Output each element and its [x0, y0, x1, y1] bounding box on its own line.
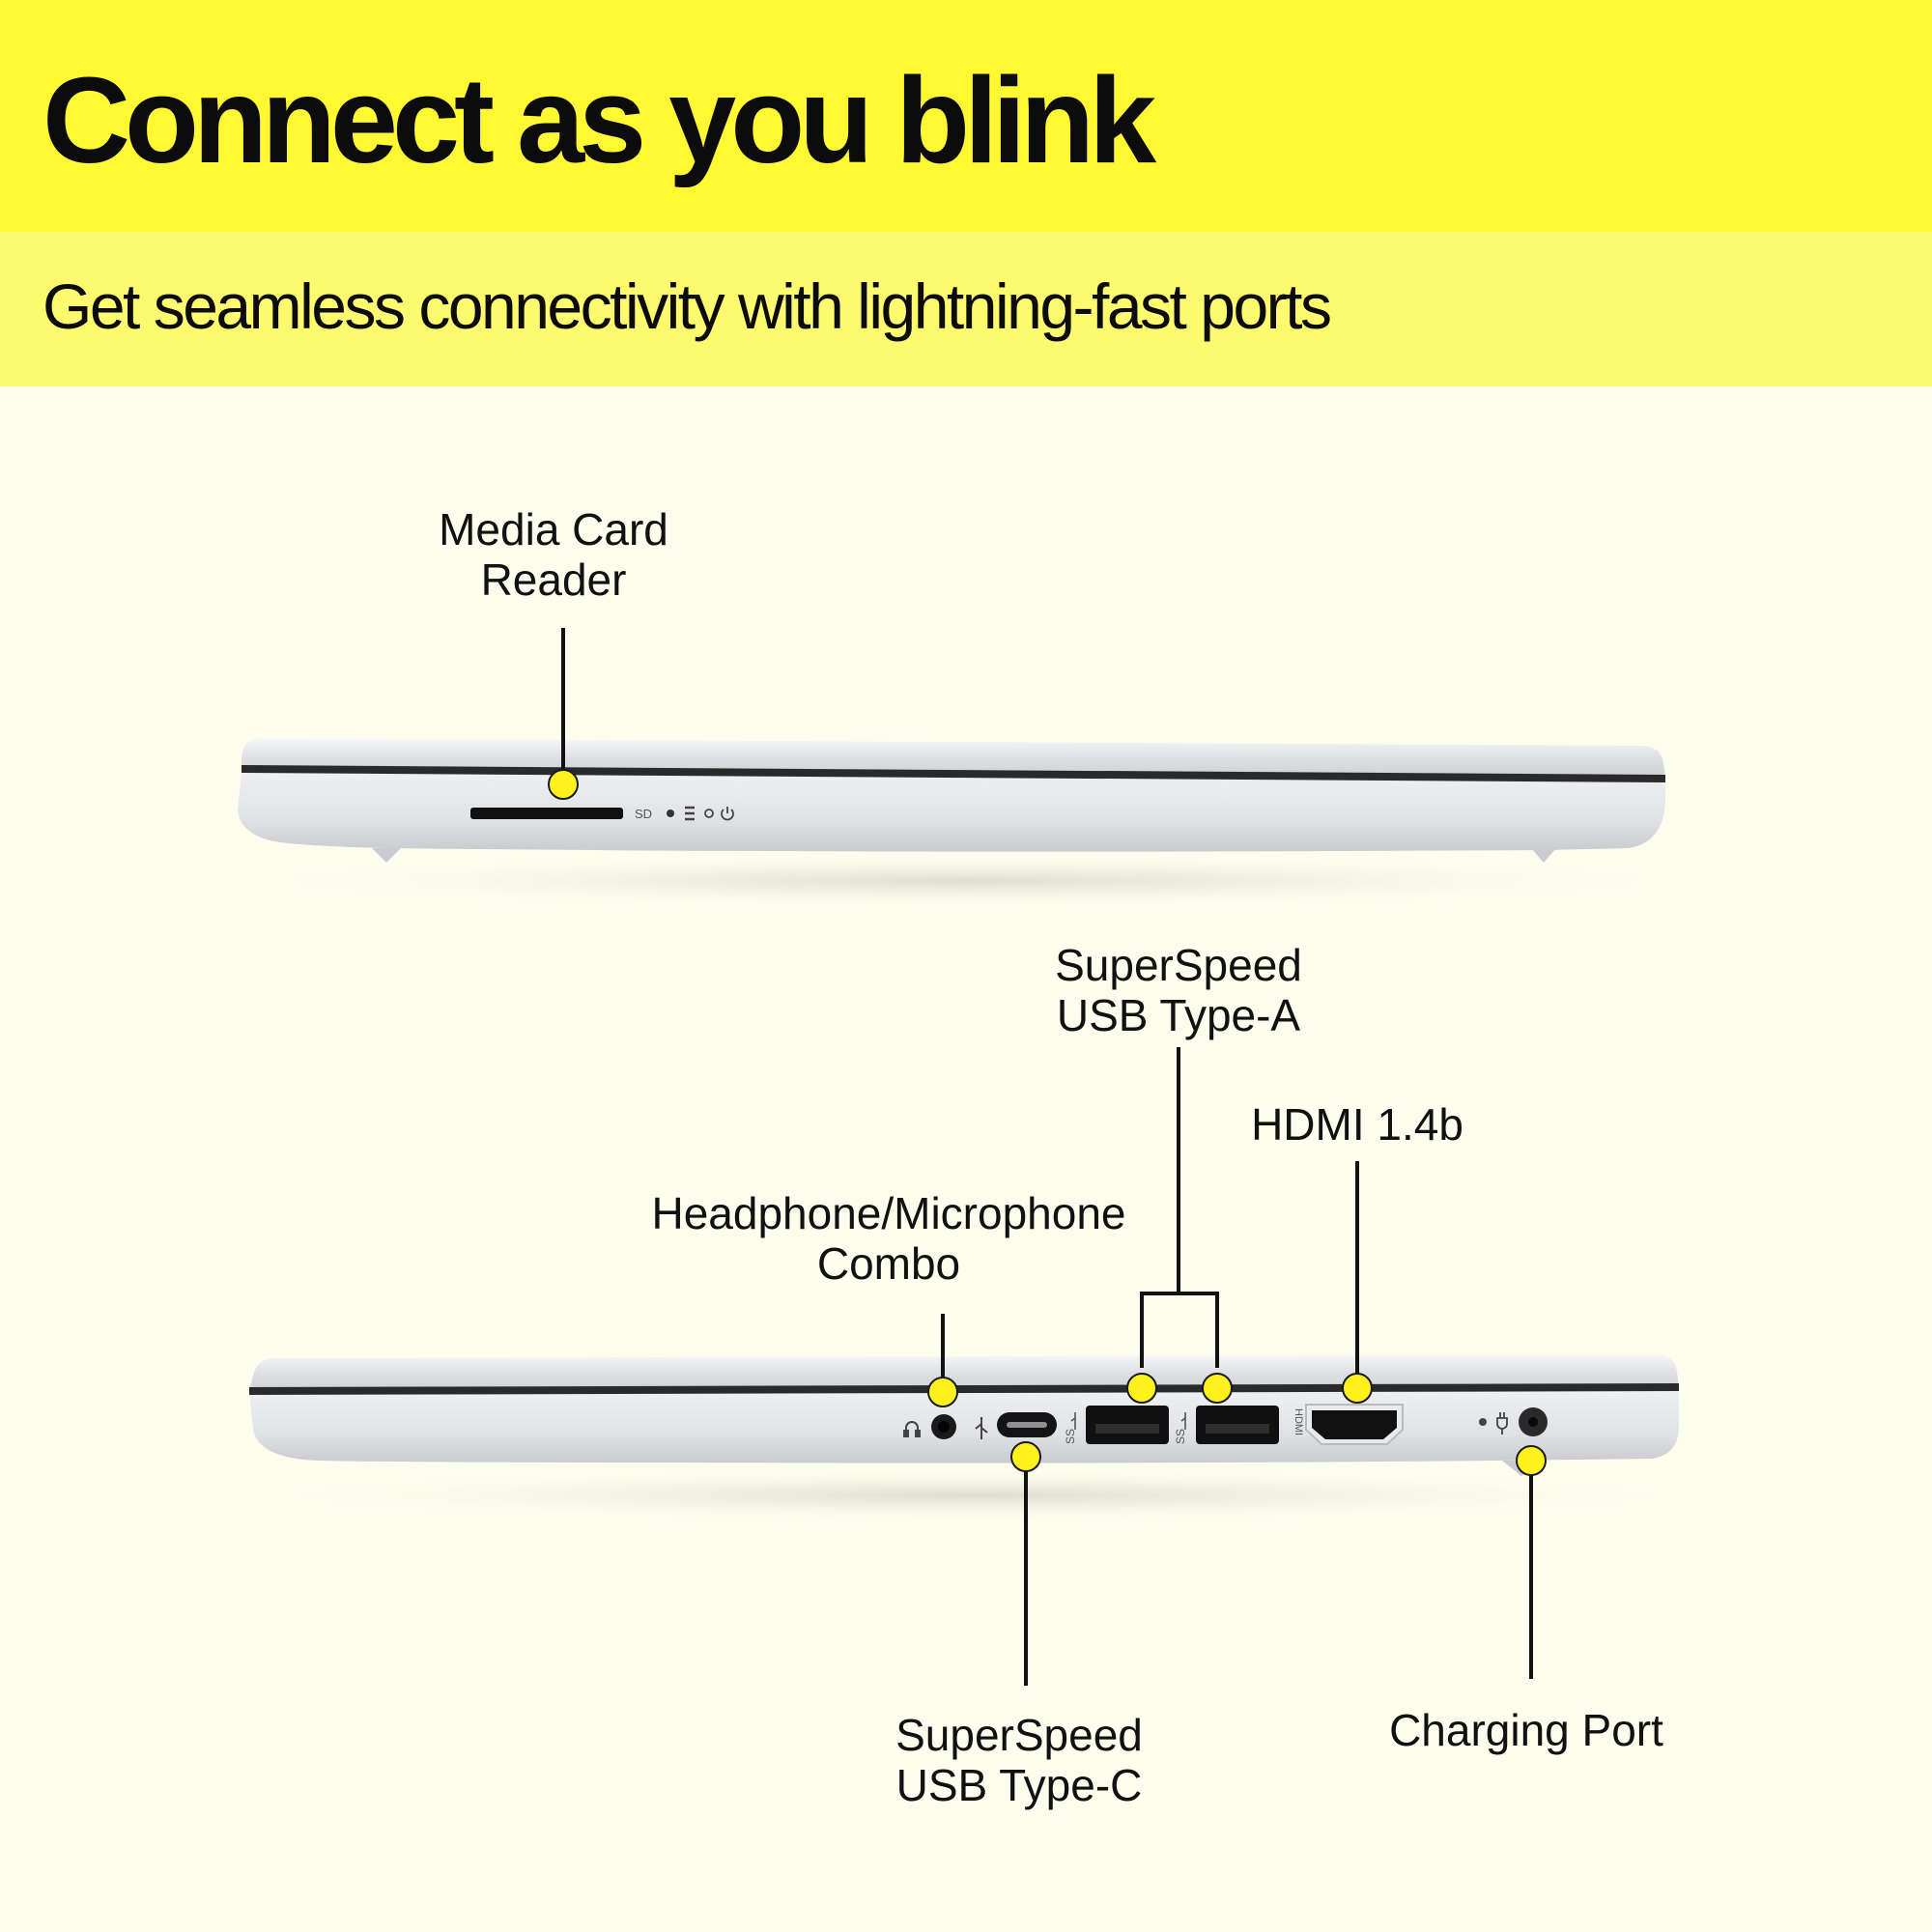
- marker-usb-a-1: [1126, 1373, 1157, 1404]
- laptop-front-edge: SD: [213, 738, 1719, 908]
- laptop-side-lid: [249, 1354, 1679, 1391]
- headphone-icon: [903, 1421, 921, 1437]
- marker-media-card: [548, 769, 579, 800]
- label-headphone-microphone: Headphone/Microphone Combo: [651, 1188, 1126, 1289]
- laptop-front-foot-right: [1531, 848, 1556, 863]
- marker-charging: [1516, 1445, 1547, 1476]
- sd-port-text: SD: [635, 807, 652, 821]
- marker-hdmi: [1342, 1373, 1373, 1404]
- usb-icon: [1070, 1412, 1076, 1430]
- label-hdmi: HDMI 1.4b: [1251, 1099, 1463, 1150]
- page-title: Connect as you blink: [43, 52, 1156, 188]
- laptop-front-shadow: [213, 854, 1719, 908]
- superspeed-text-1: SS: [1064, 1429, 1077, 1444]
- label-superspeed-usb-a: SuperSpeed USB Type-A: [1055, 940, 1302, 1040]
- laptop-front-lid: [242, 738, 1665, 777]
- status-led-icon: [667, 810, 674, 817]
- hdmi-port-text: HDMI: [1293, 1408, 1304, 1435]
- usb-icon: [975, 1417, 988, 1439]
- power-led-icon: [704, 809, 714, 818]
- charging-led-icon: [1479, 1418, 1487, 1426]
- usb-icon: [1180, 1412, 1186, 1430]
- label-superspeed-usb-c: SuperSpeed USB Type-C: [895, 1710, 1143, 1810]
- callout-line-usb-a-bracket: [1140, 1292, 1219, 1368]
- laptop-front-seam: [241, 765, 1666, 782]
- page-subtitle: Get seamless connectivity with lightning…: [43, 270, 1332, 342]
- laptop-side-edge: SS SS HDMI: [222, 1354, 1729, 1522]
- marker-usb-c: [1010, 1441, 1041, 1472]
- marker-usb-a-2: [1202, 1373, 1233, 1404]
- label-charging-port: Charging Port: [1389, 1705, 1663, 1755]
- hdmi-port: [1312, 1410, 1397, 1439]
- callout-lines: [561, 628, 1533, 1686]
- callout-markers: [548, 769, 1547, 1476]
- superspeed-text-2: SS: [1174, 1429, 1187, 1444]
- laptop-side-base: [249, 1389, 1679, 1463]
- laptop-side-shadow: [222, 1468, 1729, 1522]
- header-band: [0, 0, 1932, 232]
- sd-card-slot: [470, 808, 623, 819]
- power-icon: [721, 807, 734, 821]
- marker-headphone: [927, 1377, 958, 1407]
- storage-activity-icon: [685, 806, 695, 821]
- subheader-band: [0, 232, 1932, 386]
- charging-icon: [1496, 1412, 1508, 1435]
- laptop-front-base: [238, 771, 1665, 852]
- label-media-card-reader: Media Card Reader: [439, 504, 668, 605]
- laptop-front-foot-left: [372, 848, 401, 863]
- laptop-side-seam: [248, 1383, 1680, 1395]
